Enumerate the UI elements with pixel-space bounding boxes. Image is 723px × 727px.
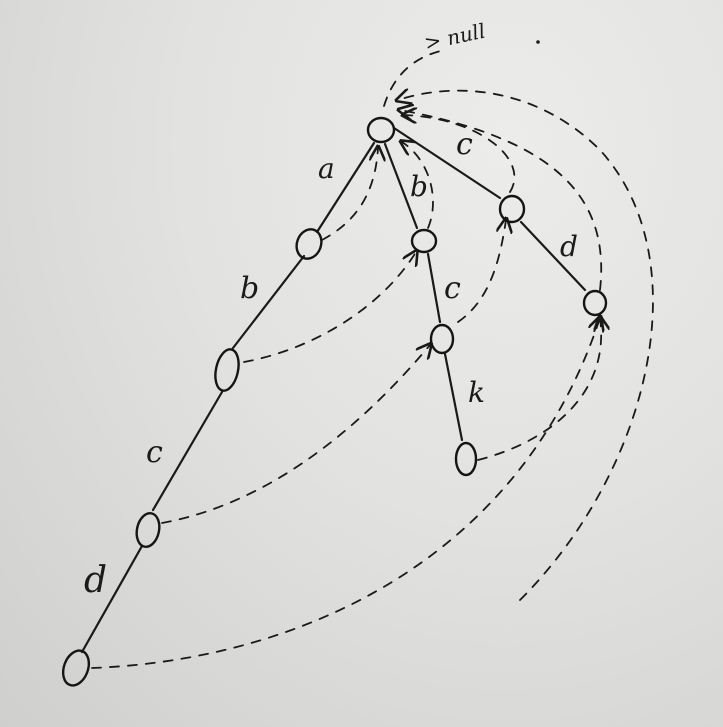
edge-label-c-right: c (456, 127, 473, 162)
edge-bc-k (443, 352, 464, 442)
label-root-pointer: > null (422, 19, 487, 55)
edge-c-d (519, 220, 587, 292)
fail-link-a-root (321, 148, 378, 241)
fail-link-outer-root (398, 91, 654, 601)
node-cd (582, 289, 608, 317)
node-c (498, 194, 526, 224)
fail-link-b-root (402, 142, 434, 229)
node-b (410, 228, 438, 254)
edge-label-b-left: b (240, 271, 259, 306)
edge-root-a (315, 141, 376, 234)
node-bck (454, 441, 478, 477)
fail-link-root-null (383, 49, 446, 107)
node-ab (214, 348, 240, 392)
edge-a-b (231, 254, 306, 350)
fail-link-ab-b (243, 252, 416, 363)
fail-link-abc-bc (161, 345, 430, 524)
fail-link-bck-root (477, 318, 601, 461)
edge-b-c (426, 252, 442, 324)
edge-label-c-middle: c (444, 271, 461, 306)
edge-label-k: k (468, 376, 485, 409)
node-a (295, 228, 323, 260)
pen-dot (536, 40, 540, 44)
edge-ab-c (151, 390, 224, 512)
edge-label-a: a (318, 152, 335, 185)
edge-label-c-left: c (146, 435, 163, 470)
edge-abc-d (80, 544, 144, 654)
node-root (366, 116, 396, 144)
fail-link-abcd-cd (91, 318, 600, 669)
node-bc (429, 323, 455, 355)
edge-label-d-right: d (560, 230, 578, 263)
edge-label-b-middle: b (410, 170, 428, 203)
fail-link-cd-root (400, 110, 603, 291)
edge-root-b (383, 142, 419, 230)
fail-link-c-root (404, 115, 516, 193)
fail-link-bc-c (457, 220, 506, 323)
node-abc (135, 512, 161, 548)
node-abcd (61, 649, 91, 687)
edge-label-d-left: d (84, 560, 107, 601)
